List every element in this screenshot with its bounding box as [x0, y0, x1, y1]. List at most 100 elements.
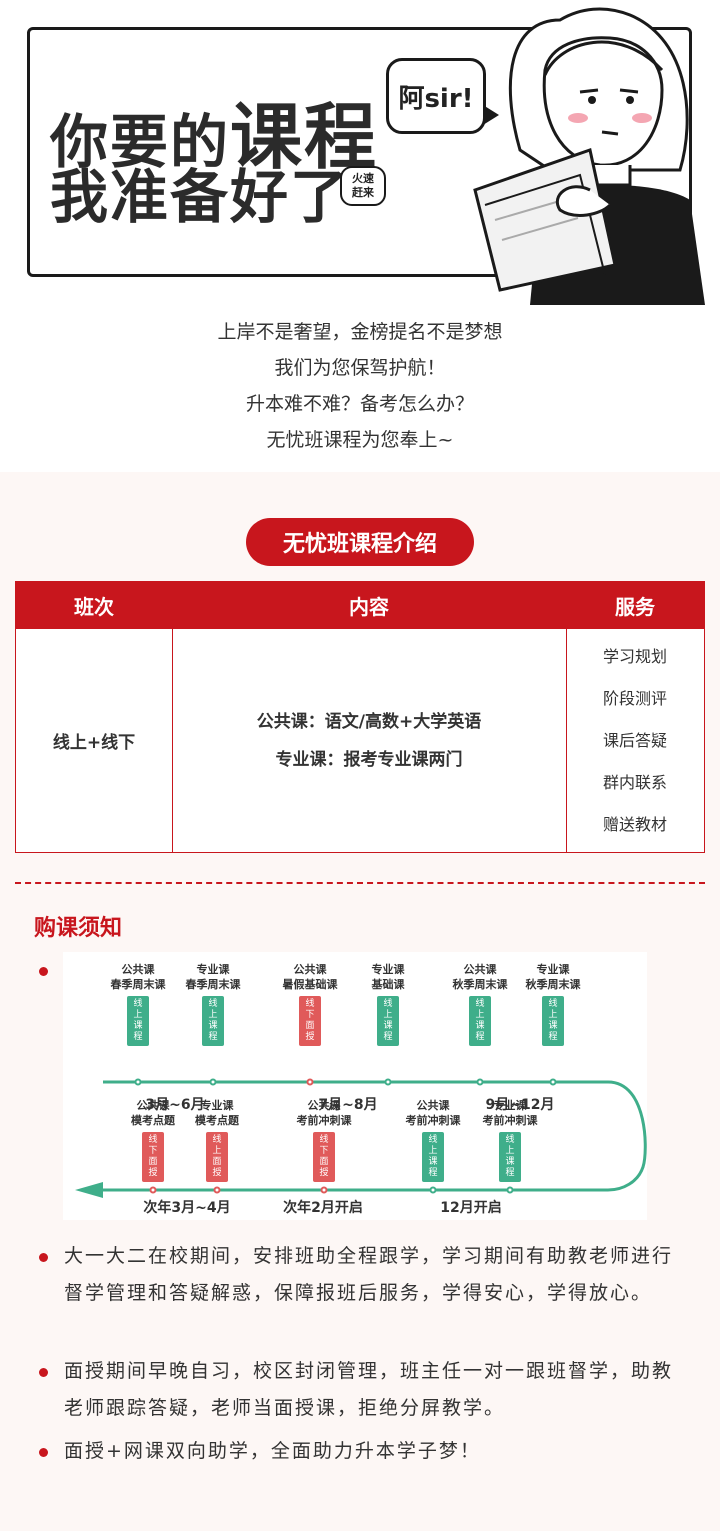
bullet-dot	[39, 967, 48, 976]
hurry-badge: 火速 赶来	[340, 166, 386, 206]
hurry-badge-line1: 火速	[352, 172, 374, 185]
intro-line: 我们为您保驾护航！	[274, 357, 446, 379]
timeline-course-type: 专业课	[493, 1099, 527, 1112]
timeline-row1-node	[549, 1078, 557, 1086]
timeline-track	[75, 1080, 647, 1198]
timeline-row1-node	[384, 1078, 392, 1086]
notice-item: 面授期间早晚自习，校区封闭管理，班主任一对一跟班督学，助教老师跟踪答疑，老师当面…	[64, 1360, 674, 1419]
bullet-dot	[39, 1448, 48, 1457]
table-header: 班次 内容 服务	[16, 582, 704, 629]
timeline-row2-mode-tag: 线下面授	[313, 1132, 335, 1182]
service-item: 学习规划	[602, 646, 667, 666]
hero-title-big: 课程	[230, 95, 379, 179]
service-item: 课后答疑	[602, 730, 667, 750]
cartoon-girl-illustration	[473, 7, 705, 305]
content-public: 公共课：语文/高数+大学英语	[256, 711, 482, 732]
timeline-row1-label: 公共课春季周末课	[111, 962, 166, 992]
timeline-row2-label: 专业课模考点题	[195, 1098, 239, 1128]
course-intro-title: 无忧班课程介绍	[246, 518, 474, 566]
timeline-row2-mode-tag: 线上面授	[206, 1132, 228, 1182]
timeline-row1-mode-tag: 线上课程	[542, 996, 564, 1046]
timeline-course-type: 公共课	[307, 1099, 341, 1112]
timeline-course-type: 公共课	[463, 963, 497, 976]
timeline-row1-label: 公共课暑假基础课	[283, 962, 338, 992]
timeline-row1-label: 公共课秋季周末课	[453, 962, 508, 992]
header-class: 班次	[74, 595, 114, 619]
hero-banner: 你要的课程 我准备好了 阿sir! 火速 赶来	[0, 0, 720, 305]
notice-title: 购课须知	[34, 916, 123, 941]
timeline-row1-node	[476, 1078, 484, 1086]
timeline-course-name: 秋季周末课	[452, 978, 508, 991]
cell-class-type: 线上+线下	[52, 733, 136, 753]
timeline-row2-mode-tag: 线上课程	[499, 1132, 521, 1182]
bullet-dot	[39, 1368, 48, 1377]
timeline-row2-node	[213, 1186, 221, 1194]
timeline-period: 次年3月~4月	[143, 1200, 231, 1216]
timeline-period: 3月~6月	[145, 1097, 205, 1113]
notice-item: 大一大二在校期间，安排班助全程跟学，学习期间有助教老师进行督学管理和答疑解惑，保…	[64, 1245, 674, 1304]
notice-item: 面授+网课双向助学，全面助力升本学子梦！	[64, 1440, 481, 1462]
header-service: 服务	[615, 595, 655, 619]
timeline-row1-mode-tag: 线下面授	[299, 996, 321, 1046]
timeline-row1-label: 专业课春季周末课	[186, 962, 241, 992]
timeline-row2-node	[429, 1186, 437, 1194]
speech-text: 阿sir!	[398, 83, 474, 114]
course-timeline: 公共课春季周末课线上课程专业课春季周末课线上课程公共课暑假基础课线下面授专业课基…	[63, 952, 647, 1220]
timeline-row2-label: 公共课模考点题	[131, 1098, 175, 1128]
timeline-course-name: 秋季周末课	[525, 978, 581, 991]
timeline-row1-mode-tag: 线上课程	[377, 996, 399, 1046]
timeline-course-name: 考前冲刺课	[296, 1114, 352, 1127]
intro-line: 升本难不难？备考怎么办？	[245, 393, 474, 415]
timeline-course-name: 春季周末课	[185, 978, 241, 991]
speech-bubble: 阿sir!	[386, 58, 499, 134]
header-content: 内容	[349, 595, 389, 619]
timeline-row2-mode-tag: 线上课程	[422, 1132, 444, 1182]
hurry-badge-line2: 赶来	[352, 186, 374, 199]
hero-title-line2: 我准备好了	[50, 163, 351, 231]
timeline-course-name: 考前冲刺课	[405, 1114, 461, 1127]
service-item: 阶段测评	[602, 688, 667, 708]
cell-services: 学习规划 阶段测评 课后答疑 群内联系 赠送教材	[566, 629, 704, 852]
timeline-course-name: 模考点题	[195, 1114, 239, 1127]
table-divider	[172, 629, 173, 853]
timeline-row2-mode-tag: 线下面授	[142, 1132, 164, 1182]
timeline-row2-node	[506, 1186, 514, 1194]
timeline-period: 9月~12月	[485, 1097, 555, 1113]
timeline-row1-mode-tag: 线上课程	[202, 996, 224, 1046]
timeline-row1-node	[209, 1078, 217, 1086]
timeline-course-name: 考前冲刺课	[482, 1114, 538, 1127]
timeline-row2-label: 专业课考前冲刺课	[483, 1098, 538, 1128]
course-table: 班次 内容 服务 线上+线下 公共课：语文/高数+大学英语 专业课：报考专业课两…	[15, 581, 705, 853]
cell-content: 公共课：语文/高数+大学英语 专业课：报考专业课两门	[172, 629, 566, 852]
timeline-row1-node	[306, 1078, 314, 1086]
timeline-row1-label: 专业课秋季周末课	[526, 962, 581, 992]
timeline-row2-node	[320, 1186, 328, 1194]
course-section: 无忧班课程介绍 班次 内容 服务 线上+线下 公共课：语文/高数+大学英语 专业…	[0, 472, 720, 1531]
timeline-course-type: 公共课	[416, 1099, 450, 1112]
hero-title-line1: 你要的课程	[50, 78, 378, 183]
timeline-course-type: 专业课	[200, 1099, 234, 1112]
timeline-row1-node	[134, 1078, 142, 1086]
timeline-course-name: 春季周末课	[110, 978, 166, 991]
timeline-course-type: 专业课	[536, 963, 570, 976]
timeline-row2-label: 公共课考前冲刺课	[406, 1098, 461, 1128]
timeline-period: 次年2月开启	[283, 1200, 363, 1216]
timeline-period: 12月开启	[440, 1200, 502, 1216]
timeline-course-type: 公共课	[121, 963, 155, 976]
timeline-row1-label: 专业课基础课	[372, 962, 405, 992]
intro-line: 上岸不是奢望，金榜提名不是梦想	[217, 321, 503, 343]
timeline-row1-mode-tag: 线上课程	[127, 996, 149, 1046]
bullet-dot	[39, 1253, 48, 1262]
hero-title-small: 你要的	[50, 108, 231, 176]
timeline-course-name: 模考点题	[131, 1114, 175, 1127]
content-major: 专业课：报考专业课两门	[275, 749, 463, 770]
timeline-course-type: 公共课	[136, 1099, 170, 1112]
timeline-course-type: 专业课	[371, 963, 405, 976]
table-divider	[566, 629, 567, 853]
timeline-period: 7月~8月	[318, 1097, 378, 1113]
timeline-course-type: 公共课	[293, 963, 327, 976]
timeline-row2-node	[149, 1186, 157, 1194]
timeline-row2-label: 公共课考前冲刺课	[297, 1098, 352, 1128]
timeline-course-name: 暑假基础课	[282, 978, 338, 991]
timeline-course-name: 基础课	[371, 978, 405, 991]
